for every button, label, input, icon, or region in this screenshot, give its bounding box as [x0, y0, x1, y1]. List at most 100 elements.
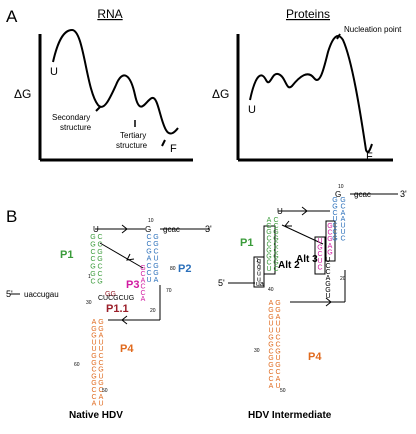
inter-num-20: 20	[340, 276, 346, 282]
nucleotide: C	[273, 266, 278, 273]
nucleotide: G	[90, 241, 95, 248]
nucleotide: A	[92, 401, 97, 408]
nucleotide: G	[332, 203, 337, 210]
rna-secondary-pointer	[95, 106, 101, 112]
nucleotide: G	[332, 235, 337, 242]
rna-tertiary-label-1: Tertiary	[120, 131, 146, 140]
inter-crossover-arrow	[283, 220, 292, 227]
native-num-20: 20	[150, 308, 156, 314]
nucleotide: C	[91, 387, 96, 394]
nucleotide: A	[269, 300, 274, 307]
nucleotide: G	[98, 326, 103, 333]
nucleotide: C	[266, 241, 271, 248]
inter-top-u: U	[277, 207, 283, 216]
inter-crossover-line	[281, 224, 324, 245]
rna-tertiary-label-2: structure	[116, 141, 148, 150]
inter-num-10: 10	[338, 184, 344, 190]
nucleotide: C	[140, 290, 145, 297]
nucleotide: G	[273, 260, 278, 267]
nucleotide: A	[269, 383, 274, 390]
nucleotide: A	[341, 210, 346, 217]
nucleotide: A	[267, 217, 272, 224]
nucleotide: A	[328, 243, 333, 250]
nucleotide: C	[140, 271, 145, 278]
native-hdv-structure: 3' gcac 5' uaccugau P1 P2 P3 P1.1 P4 U G…	[6, 218, 212, 421]
native-top-g: G	[145, 225, 151, 234]
nucleotide: A	[276, 314, 281, 321]
nucleotide: C	[146, 270, 151, 277]
nucleotide: G	[275, 348, 280, 355]
nucleotide: U	[340, 223, 345, 230]
nucleotide: G	[325, 287, 330, 294]
nucleotide: U	[325, 257, 330, 264]
nucleotide: C	[317, 251, 322, 258]
inter-p1-label: P1	[240, 237, 253, 249]
protein-delta-g-label: ΔG	[212, 87, 229, 101]
nucleotide: U	[266, 266, 271, 273]
rna-secondary-label-2: structure	[60, 123, 92, 132]
nucleotide: U	[146, 277, 151, 284]
nucleotide: G	[268, 355, 273, 362]
inter-p4-link-arrow	[325, 297, 332, 307]
panel-a-label: A	[6, 7, 18, 26]
nucleotide: G	[90, 271, 95, 278]
nucleotide: G	[268, 314, 273, 321]
inter-num-40: 40	[268, 287, 274, 293]
native-p1-1-label: P1.1	[106, 303, 129, 315]
nucleotide: C	[97, 234, 102, 241]
nucleotide: C	[332, 229, 337, 236]
nucleotide: G	[91, 326, 96, 333]
nucleotide: u	[257, 277, 261, 284]
nucleotide: C	[146, 241, 151, 248]
nucleotide: G	[268, 362, 273, 369]
nucleotide: C	[340, 203, 345, 210]
nucleotide: G	[98, 380, 103, 387]
nucleotide: C	[273, 248, 278, 255]
rna-folded-label: F	[170, 143, 177, 155]
native-three-prime: 3'	[205, 224, 212, 234]
protein-title: Proteins	[286, 7, 330, 21]
inter-num-1: 1	[256, 258, 259, 264]
native-p4-link-arrow	[121, 315, 128, 325]
nucleotide: G	[273, 254, 278, 261]
nucleotide: C	[91, 394, 96, 401]
inter-num-50: 50	[280, 388, 286, 394]
nucleotide: U	[275, 328, 280, 335]
nucleotide: G	[266, 254, 271, 261]
inter-alt3-label: Alt 3	[296, 254, 318, 265]
nucleotide: G	[268, 307, 273, 314]
intermediate-hdv-structure: 3' gcac 5' ua P1 P4 Alt 2 Alt 3 U G HDV …	[218, 184, 407, 421]
native-p3-label: P3	[126, 279, 139, 291]
nucleotide: G	[91, 373, 96, 380]
nucleotide: G	[98, 367, 103, 374]
nucleotide: C	[97, 271, 102, 278]
nucleotide: A	[141, 296, 146, 303]
nucleotide: G	[317, 245, 322, 252]
inter-alt2-box-lower	[253, 256, 265, 288]
nucleotide: C	[340, 235, 345, 242]
nucleotide: G	[153, 270, 158, 277]
nucleotide: G	[275, 362, 280, 369]
nucleotide: G	[90, 264, 95, 271]
nucleotide: C	[97, 264, 102, 271]
nucleotide: U	[98, 339, 103, 346]
native-junction-bottom: CUCGCUG	[98, 295, 134, 302]
nucleotide: G	[268, 335, 273, 342]
nucleotide: G	[98, 319, 103, 326]
nucleotide: C	[268, 376, 273, 383]
nucleotide: A	[92, 319, 97, 326]
nucleotide: C	[140, 284, 145, 291]
rna-secondary-label-1: Secondary	[52, 113, 90, 122]
nucleotide: C	[98, 387, 103, 394]
nucleotide: U	[317, 238, 322, 245]
nucleotide: C	[268, 348, 273, 355]
